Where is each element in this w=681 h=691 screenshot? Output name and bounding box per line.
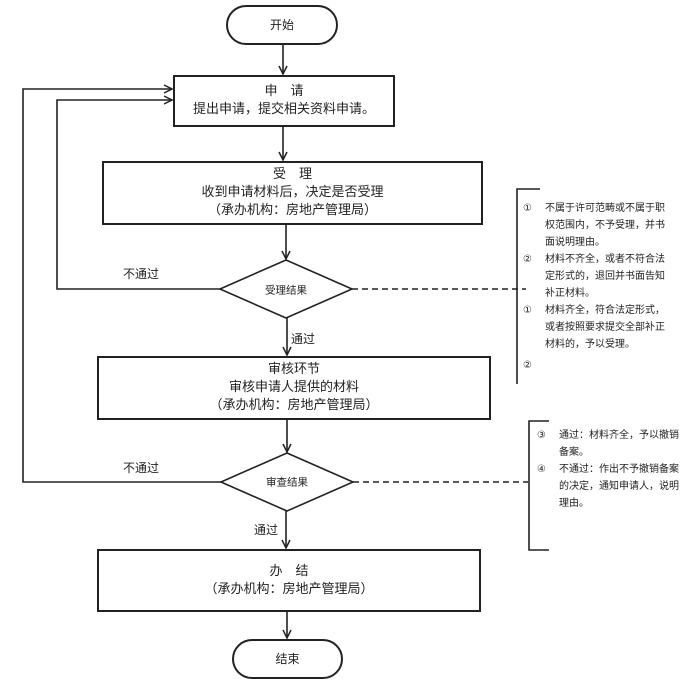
accept-agency: （承办机构：房地产管理局） <box>207 203 377 218</box>
review-note-item: ④ 不通过：作出不予撤销备案的决定，通知申请人，说明理由。 <box>537 461 679 512</box>
apply-title: 申 请 <box>264 84 304 99</box>
review-decision-diamond <box>219 452 355 512</box>
review-fail-loop <box>22 89 221 483</box>
accept-note-item: ① 不属于许可范畴或不属于职权范围内，不予受理，并书面说明理由。 <box>523 200 665 251</box>
review-pass-label: 通过 <box>254 523 279 537</box>
accept-step: 受 理 收到申请材料后，决定是否受理 （承办机构：房地产管理局） <box>102 161 483 225</box>
review-title: 审核环节 <box>267 362 320 377</box>
accept-note-item: ② 材料不齐全，或者不符合法定形式的，退回并书面告知补正材料。 <box>523 251 665 302</box>
note-number: ① <box>523 305 532 316</box>
accept-fail-label: 不通过 <box>123 267 160 281</box>
end-node: 结束 <box>232 639 343 679</box>
note-number: ② <box>523 360 532 371</box>
complete-agency: （承办机构：房地产管理局） <box>204 581 374 597</box>
review-fail-label: 不通过 <box>123 461 160 475</box>
accept-title: 受 理 <box>272 167 312 182</box>
review-notes-bracket <box>528 420 549 551</box>
note-text <box>545 357 665 374</box>
accept-description: 收到申请材料后，决定是否受理 <box>201 185 384 200</box>
accept-note-item: ② <box>523 357 665 374</box>
note-number: ③ <box>537 430 546 441</box>
accept-notes: ① 不属于许可范畴或不属于职权范围内，不予受理，并书面说明理由。 ② 材料不齐全… <box>523 200 665 374</box>
complete-step: 办 结 （承办机构：房地产管理局） <box>97 549 481 612</box>
review-note-item: ③ 通过：材料齐全，予以撤销备案。 <box>537 427 679 461</box>
accept-note-item: ① 材料齐全，符合法定形式，或者按照要求提交全部补正材料的，予以受理。 <box>523 302 665 353</box>
review-description: 审核申请人提供的材料 <box>228 380 359 395</box>
accept-decision-label: 受理结果 <box>265 284 307 297</box>
accept-fail-loop <box>56 100 220 290</box>
review-decision-label: 审查结果 <box>266 476 308 489</box>
apply-step: 申 请 提出申请，提交相关资料申请。 <box>173 75 395 127</box>
note-number: ① <box>523 203 532 214</box>
end-label: 结束 <box>275 652 300 666</box>
review-notes: ③ 通过：材料齐全，予以撤销备案。 ④ 不通过：作出不予撤销备案的决定，通知申请… <box>537 427 679 512</box>
review-step: 审核环节 审核申请人提供的材料 （承办机构：房地产管理局） <box>97 356 491 420</box>
apply-description: 提出申请，提交相关资料申请。 <box>192 102 375 117</box>
accept-notes-bracket <box>516 188 540 384</box>
note-text: 材料齐全，符合法定形式，或者按照要求提交全部补正材料的，予以受理。 <box>545 305 665 350</box>
start-label: 开始 <box>269 18 294 32</box>
note-text: 通过：材料齐全，予以撤销备案。 <box>559 430 679 458</box>
note-number: ④ <box>537 464 546 475</box>
note-text: 材料不齐全，或者不符合法定形式的，退回并书面告知补正材料。 <box>545 254 665 299</box>
accept-pass-label: 通过 <box>291 332 316 346</box>
complete-title: 办 结 <box>269 563 309 579</box>
review-agency: （承办机构：房地产管理局） <box>209 398 379 413</box>
note-text: 不通过：作出不予撤销备案的决定，通知申请人，说明理由。 <box>559 464 679 509</box>
note-number: ② <box>523 254 532 265</box>
note-text: 不属于许可范畴或不属于职权范围内，不予受理，并书面说明理由。 <box>545 203 665 248</box>
start-node: 开始 <box>226 5 338 45</box>
accept-decision-diamond <box>218 259 354 319</box>
